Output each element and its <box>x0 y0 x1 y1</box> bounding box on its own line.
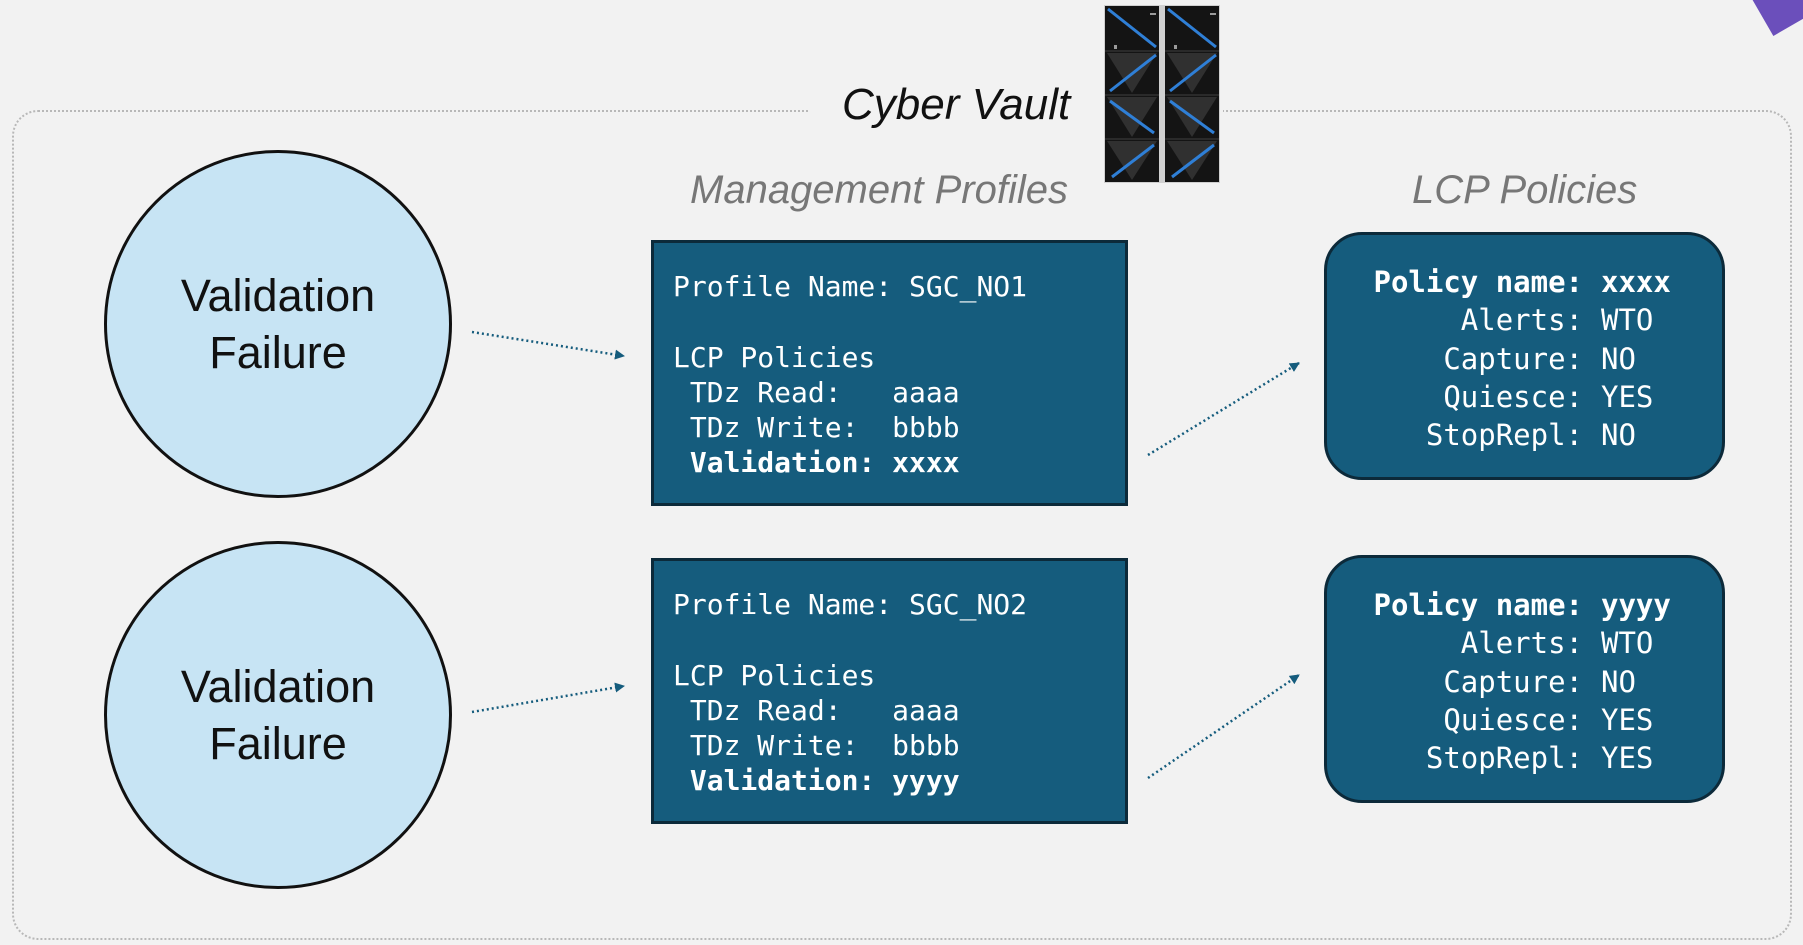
quiesce-label: Quiesce: <box>1443 379 1583 414</box>
lcp-policy-box: Policy name: yyyy Alerts: WTO Capture: NO Q… <box>1324 555 1725 803</box>
capture-row: Capture: NO <box>1327 340 1722 378</box>
arrow-profile-to-policy <box>1147 673 1300 780</box>
arrow-profile-to-policy <box>1147 361 1300 457</box>
alerts-value: WTO <box>1601 303 1654 338</box>
alerts-value: WTO <box>1601 626 1654 661</box>
quiesce-row: Quiesce: YES <box>1327 378 1722 416</box>
profile-name-value: SGC_NO1 <box>909 270 1028 303</box>
validation-failure-event: Validation Failure <box>104 541 452 889</box>
tdz-write-row: TDz Write: bbbb <box>673 728 1125 763</box>
profile-name-row: Profile Name: SGC_NO1 <box>673 269 1125 304</box>
policy-name-value: xxxx <box>1601 265 1671 299</box>
tdz-read-value: aaaa <box>892 375 960 409</box>
diagram-title: Cyber Vault <box>842 80 1071 129</box>
tdz-read-label: TDz Read: <box>689 693 842 727</box>
validation-label: Validation: <box>689 764 876 798</box>
stoprepl-label: StopRepl: <box>1425 418 1583 453</box>
stoprepl-label: StopRepl: <box>1425 741 1583 776</box>
quiesce-label: Quiesce: <box>1443 702 1583 737</box>
quiesce-row: Quiesce: YES <box>1327 701 1722 739</box>
tdz-write-row: TDz Write: bbbb <box>673 410 1125 445</box>
stoprepl-row: StopRepl: NO <box>1327 416 1722 454</box>
tdz-read-value: aaaa <box>892 693 960 727</box>
validation-row: Validation: yyyy <box>673 763 1125 798</box>
lcp-policy-box: Policy name: xxxx Alerts: WTO Capture: NO Q… <box>1324 232 1725 480</box>
tdz-read-label: TDz Read: <box>689 375 842 409</box>
tdz-read-row: TDz Read: aaaa <box>673 375 1125 410</box>
alerts-label: Alerts: <box>1460 303 1583 338</box>
profile-section-title: LCP Policies <box>673 658 876 692</box>
heading-management-profiles: Management Profiles <box>690 168 1068 212</box>
policy-name-value: yyyy <box>1601 588 1671 622</box>
capture-label: Capture: <box>1443 341 1583 376</box>
capture-label: Capture: <box>1443 664 1583 699</box>
event-label-line1: Validation <box>180 269 376 321</box>
tdz-write-value: bbbb <box>892 729 960 763</box>
profile-name-value: SGC_NO2 <box>909 588 1028 621</box>
policy-name-label: Policy name: <box>1373 265 1583 299</box>
capture-value: NO <box>1601 341 1636 376</box>
policy-name-label: Policy name: <box>1373 588 1583 622</box>
validation-value: xxxx <box>892 446 960 480</box>
tdz-write-label: TDz Write: <box>689 411 859 445</box>
quiesce-value: YES <box>1601 702 1654 737</box>
policy-name-row: Policy name: yyyy <box>1327 586 1722 624</box>
tdz-write-label: TDz Write: <box>689 729 859 763</box>
arrow-event-to-profile <box>471 682 625 714</box>
arrow-event-to-profile <box>471 330 625 360</box>
capture-row: Capture: NO <box>1327 663 1722 701</box>
event-label-line2: Failure <box>209 718 347 769</box>
quiesce-value: YES <box>1601 379 1654 414</box>
management-profile-box: Profile Name: SGC_NO1 LCP Policies TDz R… <box>651 240 1128 506</box>
stoprepl-value: NO <box>1601 418 1636 453</box>
heading-lcp-policies: LCP Policies <box>1412 168 1638 212</box>
alerts-row: Alerts: WTO <box>1327 301 1722 339</box>
profile-name-row: Profile Name: SGC_NO2 <box>673 587 1125 622</box>
stoprepl-value: YES <box>1601 741 1654 776</box>
validation-row: Validation: xxxx <box>673 445 1125 480</box>
alerts-label: Alerts: <box>1460 626 1583 661</box>
alerts-row: Alerts: WTO <box>1327 624 1722 662</box>
profile-name-label: Profile Name: <box>673 270 893 303</box>
profile-name-label: Profile Name: <box>673 588 893 621</box>
management-profile-box: Profile Name: SGC_NO2 LCP Policies TDz R… <box>651 558 1128 824</box>
stoprepl-row: StopRepl: YES <box>1327 739 1722 777</box>
server-rack-icon <box>1104 5 1220 183</box>
policy-name-row: Policy name: xxxx <box>1327 263 1722 301</box>
tdz-read-row: TDz Read: aaaa <box>673 693 1125 728</box>
event-label-line2: Failure <box>209 327 347 378</box>
profile-section-title: LCP Policies <box>673 340 876 374</box>
capture-value: NO <box>1601 664 1636 699</box>
event-label-line1: Validation <box>180 660 376 712</box>
validation-failure-event: Validation Failure <box>104 150 452 498</box>
validation-label: Validation: <box>689 446 876 480</box>
tdz-write-value: bbbb <box>892 411 960 445</box>
validation-value: yyyy <box>892 764 960 798</box>
